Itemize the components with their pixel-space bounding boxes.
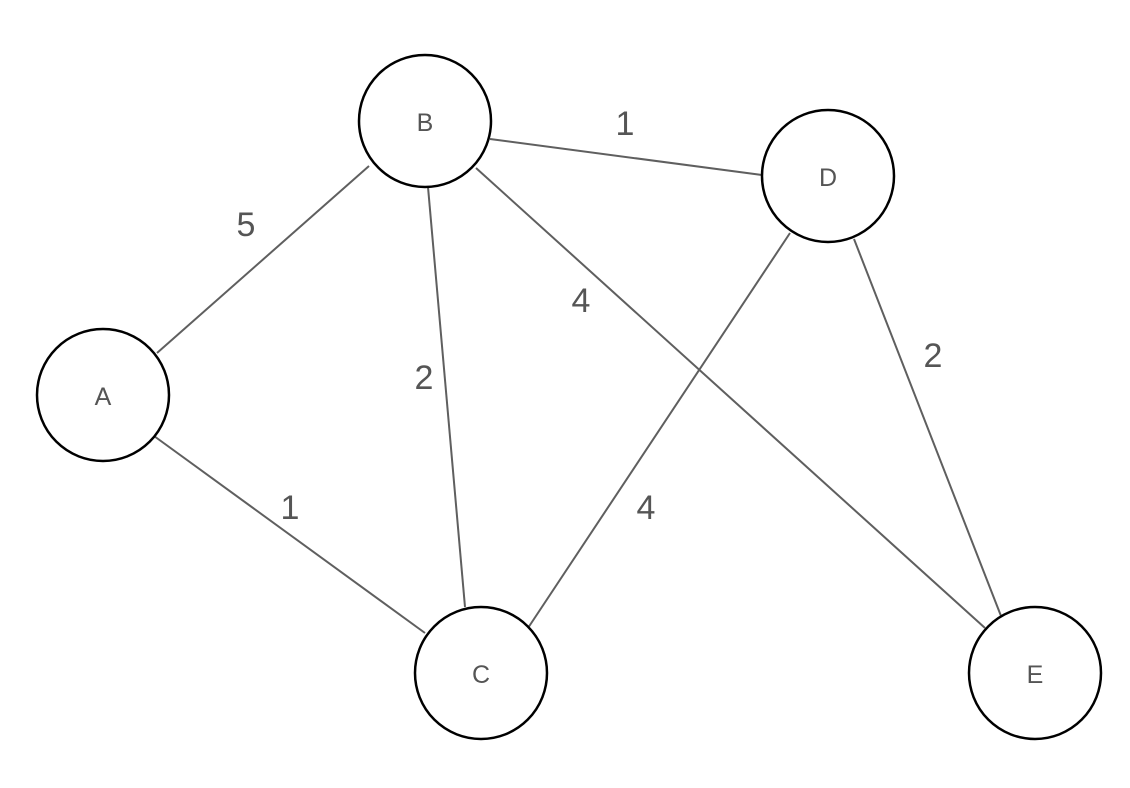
weight-b-d: 1 <box>616 105 635 143</box>
node-c-circle <box>413 605 549 741</box>
edge-b-e <box>475 167 986 629</box>
edges <box>153 138 1002 634</box>
weight-d-e: 2 <box>924 337 943 375</box>
edge-d-e <box>853 238 1002 617</box>
edge-b-d <box>489 138 763 176</box>
node-e-label: E <box>1027 661 1044 689</box>
edge-a-c <box>153 435 426 634</box>
edge-weights: 5 1 2 1 4 4 2 <box>237 105 943 527</box>
node-b-circle <box>357 53 493 189</box>
weight-a-b: 5 <box>237 206 256 244</box>
node-a-circle <box>35 327 171 463</box>
node-b: B <box>357 53 493 189</box>
edge-a-b <box>156 165 370 354</box>
weight-b-c: 2 <box>415 359 434 397</box>
node-d-circle <box>760 108 896 244</box>
edge-c-d <box>527 232 791 629</box>
weight-a-c: 1 <box>281 489 300 527</box>
node-d: D <box>760 108 896 244</box>
node-a: A <box>35 327 171 463</box>
node-a-label: A <box>95 383 112 411</box>
weight-b-e: 4 <box>572 282 591 320</box>
node-c: C <box>413 605 549 741</box>
weight-c-d: 4 <box>637 489 656 527</box>
node-c-label: C <box>472 661 490 689</box>
node-b-label: B <box>417 109 434 137</box>
edge-b-c <box>427 186 466 608</box>
node-d-label: D <box>819 164 837 192</box>
node-e: E <box>967 605 1103 741</box>
node-e-circle <box>967 605 1103 741</box>
